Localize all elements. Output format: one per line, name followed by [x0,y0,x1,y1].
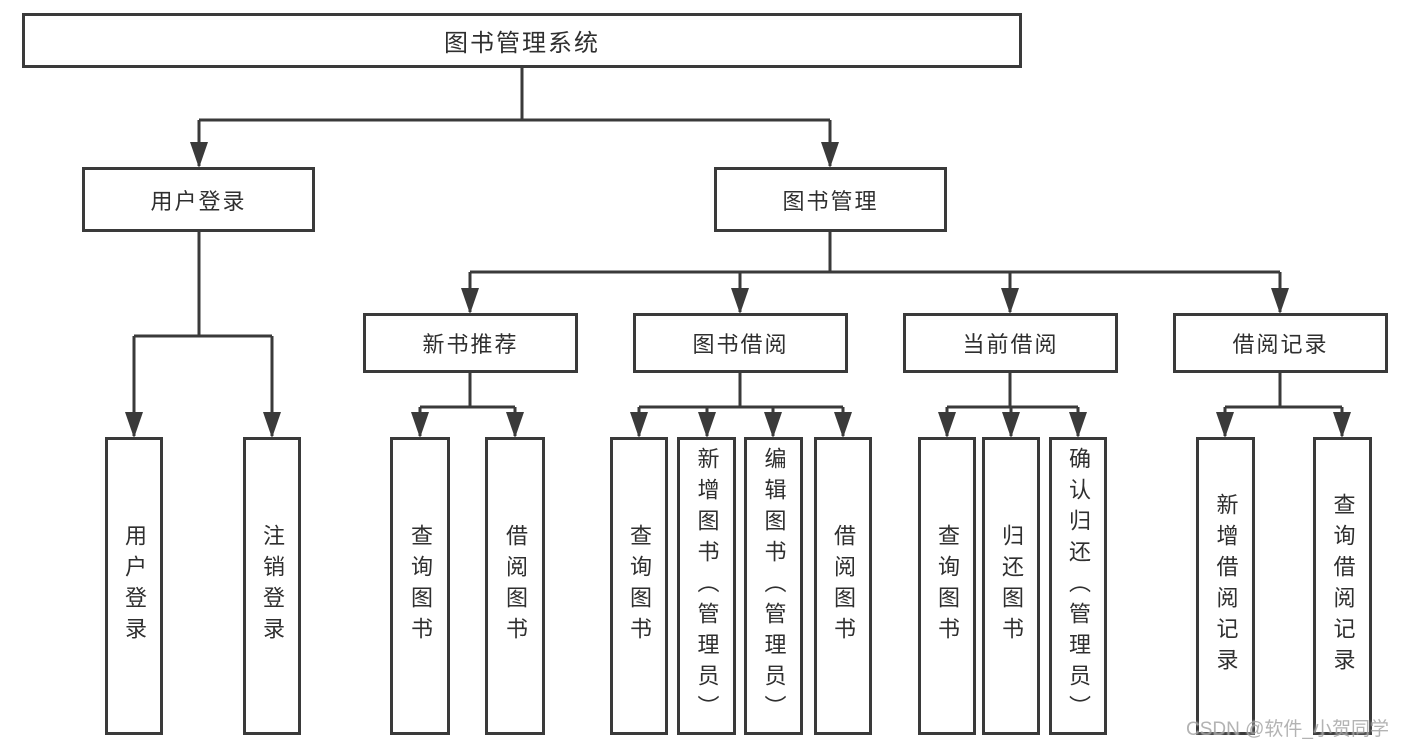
node-label: 图书借阅 [692,332,789,357]
node-label: 编辑图书（管理员） [761,446,787,726]
leaf-borrow-books-recommend: 借阅图书 [485,437,545,735]
leaf-user-login: 用户登录 [105,437,163,735]
arrowheads [125,142,1351,438]
node-label: 用户登录 [122,524,147,648]
node-label: 图书管理 [782,188,879,214]
node-label: 当前借阅 [962,332,1059,357]
leaf-confirm-return-admin: 确认归还（管理员） [1049,437,1107,735]
csdn-watermark: CSDN @软件_小贺同学 [1186,719,1389,740]
node-label: 查询借阅记录 [1330,493,1356,679]
node-label: 查询图书 [408,524,433,648]
node-label: 新书推荐 [422,332,519,357]
node-label: 确认归还（管理员） [1066,446,1091,726]
leaf-add-borrow-record: 新增借阅记录 [1196,437,1255,735]
node-book-management: 图书管理 [714,167,947,232]
node-new-book-recommend: 新书推荐 [363,313,578,373]
node-label: 新增借阅记录 [1213,493,1239,679]
leaf-query-books-recommend: 查询图书 [390,437,450,735]
node-label: 借阅图书 [831,524,856,648]
node-label: 查询图书 [935,524,960,648]
node-current-borrow: 当前借阅 [903,313,1118,373]
leaf-logout: 注销登录 [243,437,301,735]
node-label: 新增图书（管理员） [694,446,720,726]
node-label: 图书管理系统 [444,30,600,57]
node-label: 借阅记录 [1232,332,1329,357]
leaf-query-books-current: 查询图书 [918,437,976,735]
leaf-query-borrow-record: 查询借阅记录 [1313,437,1372,735]
leaf-query-books-borrow: 查询图书 [610,437,668,735]
leaf-edit-book-admin: 编辑图书（管理员） [744,437,803,735]
node-label: 归还图书 [999,524,1024,648]
leaf-add-book-admin: 新增图书（管理员） [677,437,736,735]
leaf-return-book: 归还图书 [982,437,1040,735]
node-user-login: 用户登录 [82,167,315,232]
node-label: 查询图书 [627,524,652,648]
node-label: 注销登录 [260,524,285,648]
node-book-borrow: 图书借阅 [633,313,848,373]
node-label: 借阅图书 [503,524,528,648]
leaf-borrow-books: 借阅图书 [814,437,872,735]
node-library-management-system: 图书管理系统 [22,13,1022,68]
node-label: 用户登录 [150,188,247,214]
node-borrow-records: 借阅记录 [1173,313,1388,373]
